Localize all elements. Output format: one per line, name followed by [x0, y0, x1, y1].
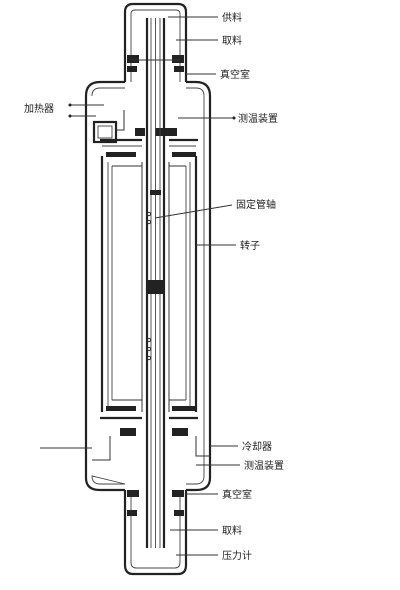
label-vacuum-bottom: 真空室	[222, 488, 252, 501]
label-take-bottom: 取料	[222, 524, 242, 537]
label-cooler: 冷却器	[242, 440, 272, 453]
label-take-top: 取料	[222, 34, 242, 47]
label-feed: 供料	[222, 11, 242, 24]
labels: 供料 取料 真空室 加热器 测温装置 固定管轴 转子 冷却器 测温装置 真空室 …	[24, 11, 284, 562]
heater-element	[92, 110, 125, 144]
bottom-seals	[92, 428, 210, 516]
label-temp-top: 测温装置	[238, 112, 278, 125]
label-temp-bottom: 测温装置	[244, 459, 284, 472]
outer-casing	[84, 2, 212, 576]
rotor	[100, 138, 198, 420]
leader-lines	[40, 16, 240, 556]
label-vacuum-top: 真空室	[220, 68, 250, 81]
label-rotor: 转子	[240, 239, 260, 252]
label-pressure: 压力计	[222, 549, 252, 562]
label-heater: 加热器	[24, 102, 54, 115]
fixed-tube-shaft	[145, 18, 166, 548]
label-fixed-shaft: 固定管轴	[236, 198, 276, 211]
